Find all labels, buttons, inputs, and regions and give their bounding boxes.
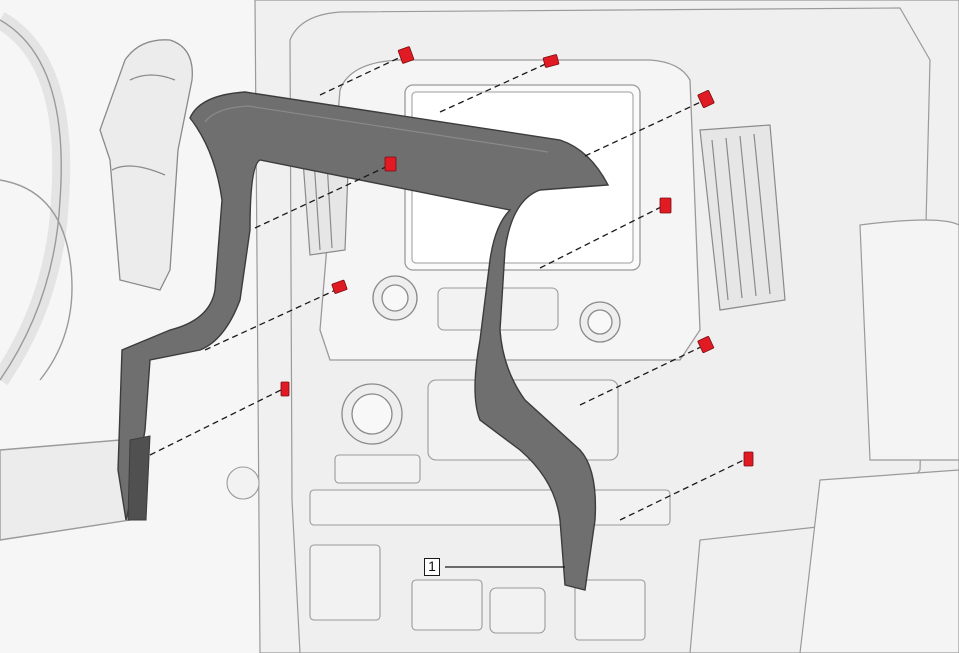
alignment-lines xyxy=(149,54,749,568)
trim-panel xyxy=(117,91,610,591)
column-shift-lever-icon xyxy=(99,39,193,291)
dashboard-right-panel xyxy=(799,219,959,653)
red-retaining-clip-icon xyxy=(280,46,754,467)
air-vent-icon xyxy=(299,117,786,311)
steering-wheel-icon xyxy=(0,12,131,541)
callout-1-label: 1 xyxy=(424,558,440,576)
